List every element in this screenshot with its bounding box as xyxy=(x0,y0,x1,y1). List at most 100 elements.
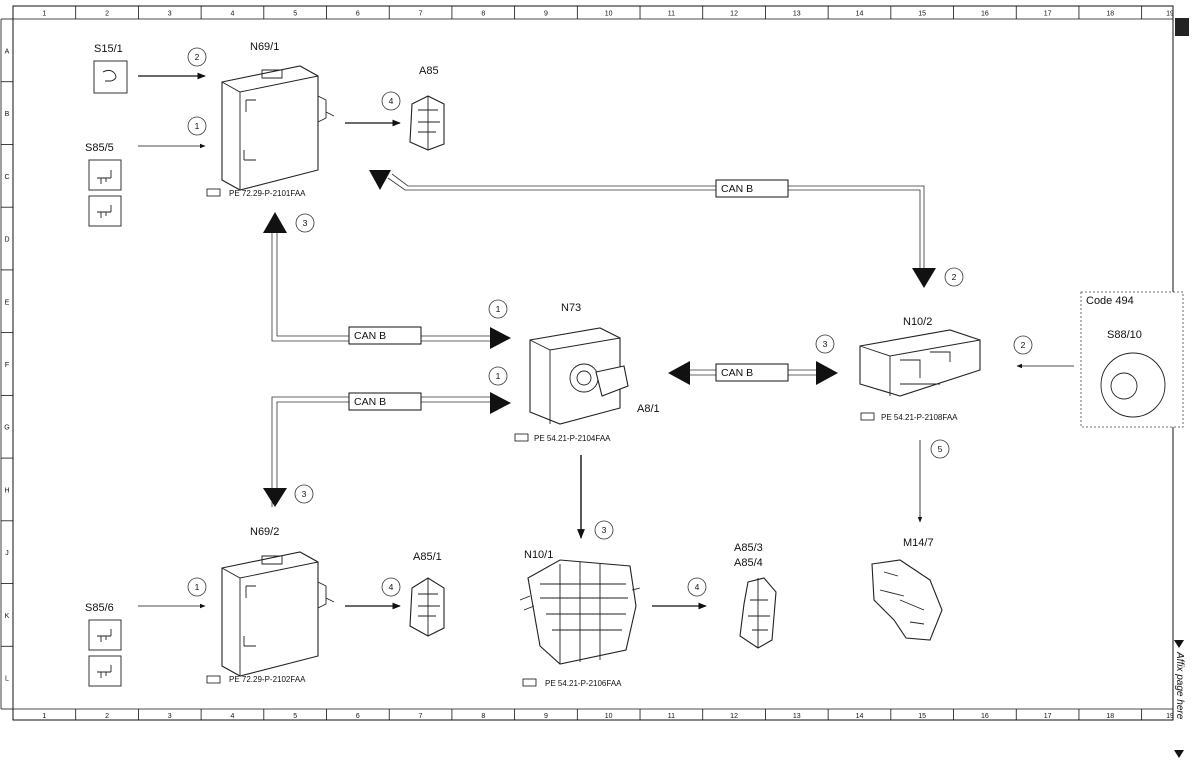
grid-column-label: 8 xyxy=(481,713,485,720)
grid-column-label: 4 xyxy=(231,11,235,18)
svg-text:5: 5 xyxy=(938,444,943,454)
grid-column-label: 2 xyxy=(105,11,109,18)
can-b-label-middle-upper: CAN B xyxy=(348,326,422,345)
grid-column-label: 7 xyxy=(419,11,423,18)
ref-n69-1: PE 72.29-P-2101FAA xyxy=(206,188,306,198)
label-a85-3: A85/3 xyxy=(734,542,763,554)
can-b-text: CAN B xyxy=(721,183,753,195)
num-circle: 3 xyxy=(294,484,314,504)
grid-column-label: 4 xyxy=(231,713,235,720)
grid-row-label: A xyxy=(5,48,10,55)
grid-column-label: 18 xyxy=(1106,11,1114,18)
grid-column-label: 14 xyxy=(856,11,864,18)
num-circle: 4 xyxy=(687,577,707,597)
num-circle: 3 xyxy=(594,520,614,540)
grid-row-label: L xyxy=(5,676,9,683)
grid-column-label: 5 xyxy=(293,713,297,720)
label-n10-1: N10/1 xyxy=(524,549,553,561)
switch-s88-10-box xyxy=(1080,291,1184,428)
connector-a85-1 xyxy=(409,577,445,637)
label-s85-6: S85/6 xyxy=(85,602,114,614)
can-b-label-upper-right: CAN B xyxy=(715,179,789,198)
grid-column-label: 17 xyxy=(1044,11,1052,18)
grid-row-label: J xyxy=(5,550,9,557)
motor-m14-7 xyxy=(871,559,943,641)
svg-text:3: 3 xyxy=(303,218,308,228)
can-b-text: CAN B xyxy=(354,330,386,342)
grid-column-label: 3 xyxy=(168,713,172,720)
signal-number-circles: 2 1 4 3 1 1 3 3 2 2 5 3 1 4 4 xyxy=(187,47,1033,597)
switch-s85-5 xyxy=(88,159,122,227)
grid-column-label: 9 xyxy=(544,11,548,18)
grid-column-label: 19 xyxy=(1166,713,1174,720)
grid-column-label: 10 xyxy=(605,11,613,18)
svg-text:PE 72.29-P-2102FAA: PE 72.29-P-2102FAA xyxy=(229,675,306,684)
connector-a85 xyxy=(409,95,445,151)
label-s15-1: S15/1 xyxy=(94,43,123,55)
can-bus-arrowheads xyxy=(263,170,936,507)
grid-column-label: 16 xyxy=(981,11,989,18)
hand-pointer-icon xyxy=(514,433,529,442)
label-a85-4: A85/4 xyxy=(734,557,763,569)
grid-row-label: E xyxy=(5,299,10,306)
grid-row-label: B xyxy=(5,111,10,118)
label-s85-5: S85/5 xyxy=(85,142,114,154)
svg-text:1: 1 xyxy=(496,304,501,314)
module-n10-2 xyxy=(859,329,981,397)
num-circle: 5 xyxy=(930,439,950,459)
hand-pointer-icon xyxy=(206,188,221,197)
label-n69-2: N69/2 xyxy=(250,526,279,538)
actuator-a85-3-a85-4 xyxy=(739,577,777,649)
num-circle: 1 xyxy=(488,299,508,319)
svg-text:4: 4 xyxy=(389,96,394,106)
num-circle: 1 xyxy=(187,116,207,136)
grid-column-label: 12 xyxy=(730,11,738,18)
svg-text:PE 54.21-P-2108FAA: PE 54.21-P-2108FAA xyxy=(881,413,958,422)
grid-column-label: 19 xyxy=(1166,11,1174,18)
svg-text:4: 4 xyxy=(389,582,394,592)
can-b-text: CAN B xyxy=(354,396,386,408)
num-circle: 3 xyxy=(295,213,315,233)
can-b-label-right: CAN B xyxy=(715,363,789,382)
grid-column-label: 9 xyxy=(544,713,548,720)
num-circle: 4 xyxy=(381,91,401,111)
grid-row-label: F xyxy=(5,362,9,369)
affix-text: Affix page here xyxy=(1174,651,1185,720)
grid-column-label: 11 xyxy=(668,713,675,720)
grid-column-label: 10 xyxy=(605,713,613,720)
label-code-494: Code 494 xyxy=(1086,295,1134,307)
svg-text:4: 4 xyxy=(695,582,700,592)
svg-text:1: 1 xyxy=(496,371,501,381)
grid-column-label: 15 xyxy=(918,713,926,720)
label-n69-1: N69/1 xyxy=(250,41,279,53)
grid-column-label: 12 xyxy=(730,713,738,720)
ref-n10-1: PE 54.21-P-2106FAA xyxy=(522,678,622,688)
grid-column-label: 13 xyxy=(793,713,801,720)
svg-text:2: 2 xyxy=(952,272,957,282)
grid-column-label: 17 xyxy=(1044,713,1052,720)
num-circle: 2 xyxy=(944,267,964,287)
signal-arrows xyxy=(138,72,1074,610)
module-n69-2 xyxy=(221,551,335,677)
grid-column-label: 6 xyxy=(356,11,360,18)
svg-text:3: 3 xyxy=(823,339,828,349)
component-labels: S15/1 N69/1 A85 S85/5 N73 A8/1 N10/2 Cod… xyxy=(85,41,1142,614)
svg-text:1: 1 xyxy=(195,582,200,592)
grid-column-label: 1 xyxy=(42,11,46,18)
ref-n69-2: PE 72.29-P-2102FAA xyxy=(206,675,306,684)
num-circle: 4 xyxy=(381,577,401,597)
label-a85-1: A85/1 xyxy=(413,551,442,563)
grid-column-label: 5 xyxy=(293,11,297,18)
svg-text:PE 54.21-P-2106FAA: PE 54.21-P-2106FAA xyxy=(545,679,622,688)
grid-column-label: 15 xyxy=(918,11,926,18)
can-bus-lines xyxy=(271,173,925,507)
svg-text:PE 72.29-P-2101FAA: PE 72.29-P-2101FAA xyxy=(229,189,306,198)
svg-text:2: 2 xyxy=(195,52,200,62)
num-circle: 1 xyxy=(187,577,207,597)
grid-row-label: H xyxy=(4,487,9,494)
grid-row-label: D xyxy=(4,237,9,244)
grid-column-label: 7 xyxy=(419,713,423,720)
